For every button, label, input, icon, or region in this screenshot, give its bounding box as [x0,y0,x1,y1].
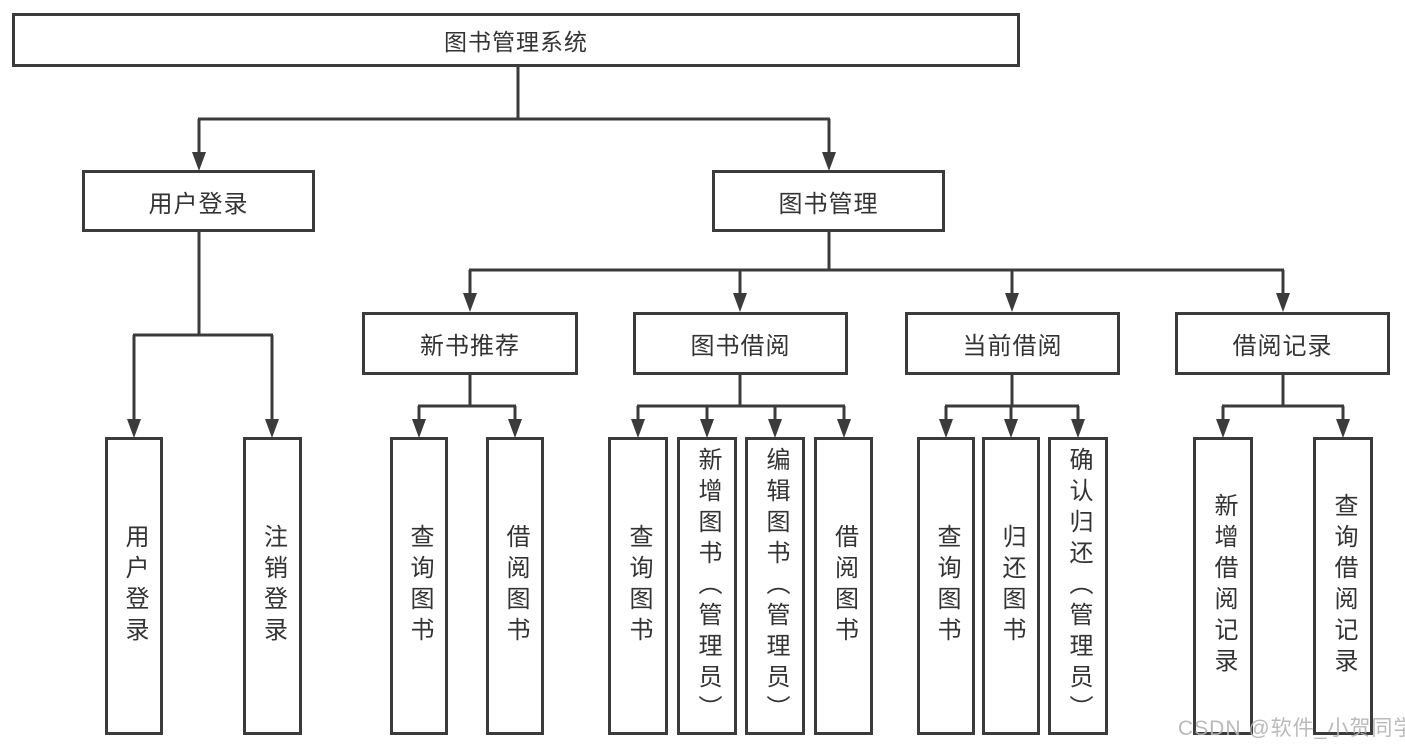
arrowhead [1005,293,1019,312]
node-book-borrowing: 图书借阅 [633,312,848,375]
node-new-book-recommend: 新书推荐 [362,312,578,375]
arrowhead [939,419,953,438]
connector-line [468,231,1285,294]
node-label: 编辑图书（管理员） [762,446,789,726]
leaf-edit-books-admin: 编辑图书（管理员） [745,437,805,735]
node-label: 当前借阅 [962,333,1063,360]
node-label: 查询图书 [406,524,433,648]
node-label: 借阅记录 [1232,333,1333,360]
arrowhead [192,152,206,171]
connector-borrowing-records-children [1216,374,1350,438]
node-library-management-system: 图书管理系统 [12,13,1020,67]
node-current-borrowing: 当前借阅 [905,312,1120,375]
arrowhead [1071,419,1085,438]
arrowhead [1216,419,1230,438]
node-borrowing-records: 借阅记录 [1175,312,1390,375]
arrowhead [463,293,477,312]
node-label: 用户登录 [121,524,148,648]
node-label: 图书管理 [778,190,879,218]
node-label: 借阅图书 [830,524,858,648]
connector-line [944,374,1080,420]
leaf-logout: 注销登录 [243,437,302,735]
connector-line [636,374,846,420]
arrowhead [700,419,714,438]
node-label: 归还图书 [998,524,1025,648]
arrowhead [837,419,851,438]
arrowhead [1276,293,1290,312]
node-user-login: 用户登录 [82,170,315,232]
connector-line [197,66,831,153]
connector-user-login-children [127,231,279,438]
leaf-query-books-borrowing: 查询图书 [608,437,668,735]
leaf-confirm-return-admin: 确认归还（管理员） [1048,437,1108,735]
node-label: 借阅图书 [502,524,529,648]
node-label: 确认归还（管理员） [1065,446,1092,726]
arrowhead [1336,419,1350,438]
leaf-query-books-recommend: 查询图书 [390,437,448,735]
arrowhead [1004,419,1018,438]
connector-current-borrowing-children [939,374,1085,438]
leaf-borrow-books-recommend: 借阅图书 [486,437,544,735]
connector-new-book-recommend-children [412,374,522,438]
node-label: 图书管理系统 [444,29,588,55]
connector-book-management-children [463,231,1290,312]
connector-line [417,374,517,420]
node-label: 用户登录 [148,190,249,218]
connector-book-borrowing-children [631,374,851,438]
arrowhead [508,419,522,438]
arrowhead [265,419,279,438]
leaf-query-books-current: 查询图书 [917,437,975,735]
arrowhead [631,419,645,438]
arrowhead [733,293,747,312]
leaf-user-login: 用户登录 [105,437,163,735]
leaf-add-borrow-record: 新增借阅记录 [1193,437,1253,735]
node-label: 新增借阅记录 [1210,493,1237,679]
node-label: 新增图书（管理员） [694,446,721,726]
node-label: 新书推荐 [420,333,520,360]
arrowhead [127,419,141,438]
leaf-query-borrow-record: 查询借阅记录 [1313,437,1373,735]
node-label: 查询图书 [625,524,652,648]
csdn-watermark: CSDN @软件_小贺同学 [1178,717,1405,740]
leaf-add-books-admin: 新增图书（管理员） [677,437,737,735]
connector-line [132,231,274,420]
connector-root-to-level2 [192,66,836,171]
connector-line [1221,374,1345,420]
node-label: 查询图书 [933,524,960,648]
arrowhead [822,152,836,171]
leaf-return-books: 归还图书 [982,437,1040,735]
node-label: 查询借阅记录 [1330,493,1357,679]
node-label: 图书借阅 [690,333,791,360]
arrowhead [412,419,426,438]
leaf-borrow-books: 借阅图书 [814,437,873,735]
node-label: 注销登录 [259,524,287,648]
arrowhead [768,419,782,438]
node-book-management: 图书管理 [712,170,945,232]
